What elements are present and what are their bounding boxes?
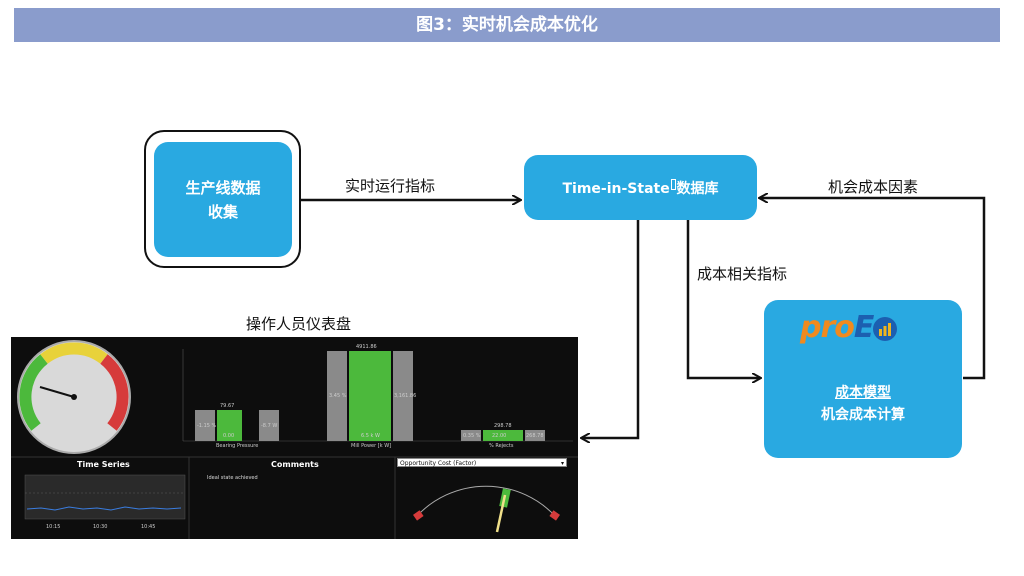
bar-bearing-mid-value: 0.00 [223,433,235,439]
figure-title: 图3：实时机会成本优化 [14,8,1000,42]
cost-model-link[interactable]: 成本模型 [835,385,891,401]
bar-bearing-top: 79.67 [220,403,235,409]
bar-bearing-right-value: -8.7 W [261,423,278,429]
edge-db-to-proe [686,220,760,378]
edge-label-realtime: 实时运行指标 [345,177,436,195]
bar-rejects-top: 298.78 [494,423,512,429]
bar-rejects-left-value: 0.35 % [463,433,481,439]
bar-mill-left [327,351,347,441]
time-series-plot [24,474,186,520]
dashboard-graphics [11,340,578,539]
time-series-title: Time Series [77,460,130,469]
dashboard-caption: 操作人员仪表盘 [246,315,352,333]
bar-bearing-left [195,410,215,441]
bar-mill-left-value: 3.45 % [329,393,347,399]
chevron-down-icon: ▾ [560,460,564,467]
bar-rejects-right-value: 268.78 [526,433,544,439]
operator-dashboard: 79.67 -1.15 % 0.00 -8.7 W Bearing Pressu… [11,337,578,539]
comments-title: Comments [271,460,319,469]
bar-mill-top: 4911.86 [356,344,377,350]
bar-mill-mid-value: 6.5 k W [361,433,380,439]
bar-bearing-label: Bearing Pressure [216,443,259,449]
proe-node: 成本模型 机会成本计算 [764,300,962,458]
bar-rejects-mid [483,430,523,441]
indicator-needle [495,494,507,533]
production-line-label-2: 收集 [207,202,238,221]
opportunity-cost-dropdown[interactable]: Opportunity Cost (Factor) ▾ [397,458,567,467]
indicator-arc [415,485,557,518]
bar-bearing-right [259,410,279,441]
database-label: Time-in-State [562,180,670,197]
opportunity-cost-calc-label: 机会成本计算 [821,407,905,423]
gauge [17,340,131,454]
bar-bearing-left-value: -1.15 % [197,423,217,429]
chart-logo-icon [873,316,898,341]
edge-label-factors: 机会成本因素 [828,178,919,196]
proe-logo: proE [800,310,899,345]
bar-mill-right [393,351,413,441]
edge-db-to-dashboard [582,220,640,438]
bar-rejects-right [525,430,545,441]
bar-rejects-label: % Rejects [489,443,514,449]
time-tick-3: 10:45 [141,524,156,530]
time-tick-2: 10:30 [93,524,108,530]
time-series-line [26,506,182,511]
edge-proe-to-db [760,198,986,380]
production-line-node: 生产线数据 收集 [154,142,292,257]
database-suffix: 数据库 [676,180,719,197]
bar-mill-mid [349,351,391,441]
database-node: Time-in-State 数据库 [524,155,757,220]
dropdown-value: Opportunity Cost (Factor) [400,460,477,467]
bar-rejects-left [461,430,481,441]
comment-text: Ideal state achieved [207,475,258,481]
bar-mill-label: Mill Power [k W] [351,443,392,449]
time-tick-1: 10:15 [46,524,61,530]
bar-rejects-mid-value: 22.00 [492,433,507,439]
production-line-label-1: 生产线数据 [185,178,261,197]
bar-mill-right-value: 3,161.86 [394,393,417,399]
bar-bearing-mid [217,410,242,441]
edge-label-related: 成本相关指标 [697,265,788,283]
gauge-needle [39,386,75,398]
